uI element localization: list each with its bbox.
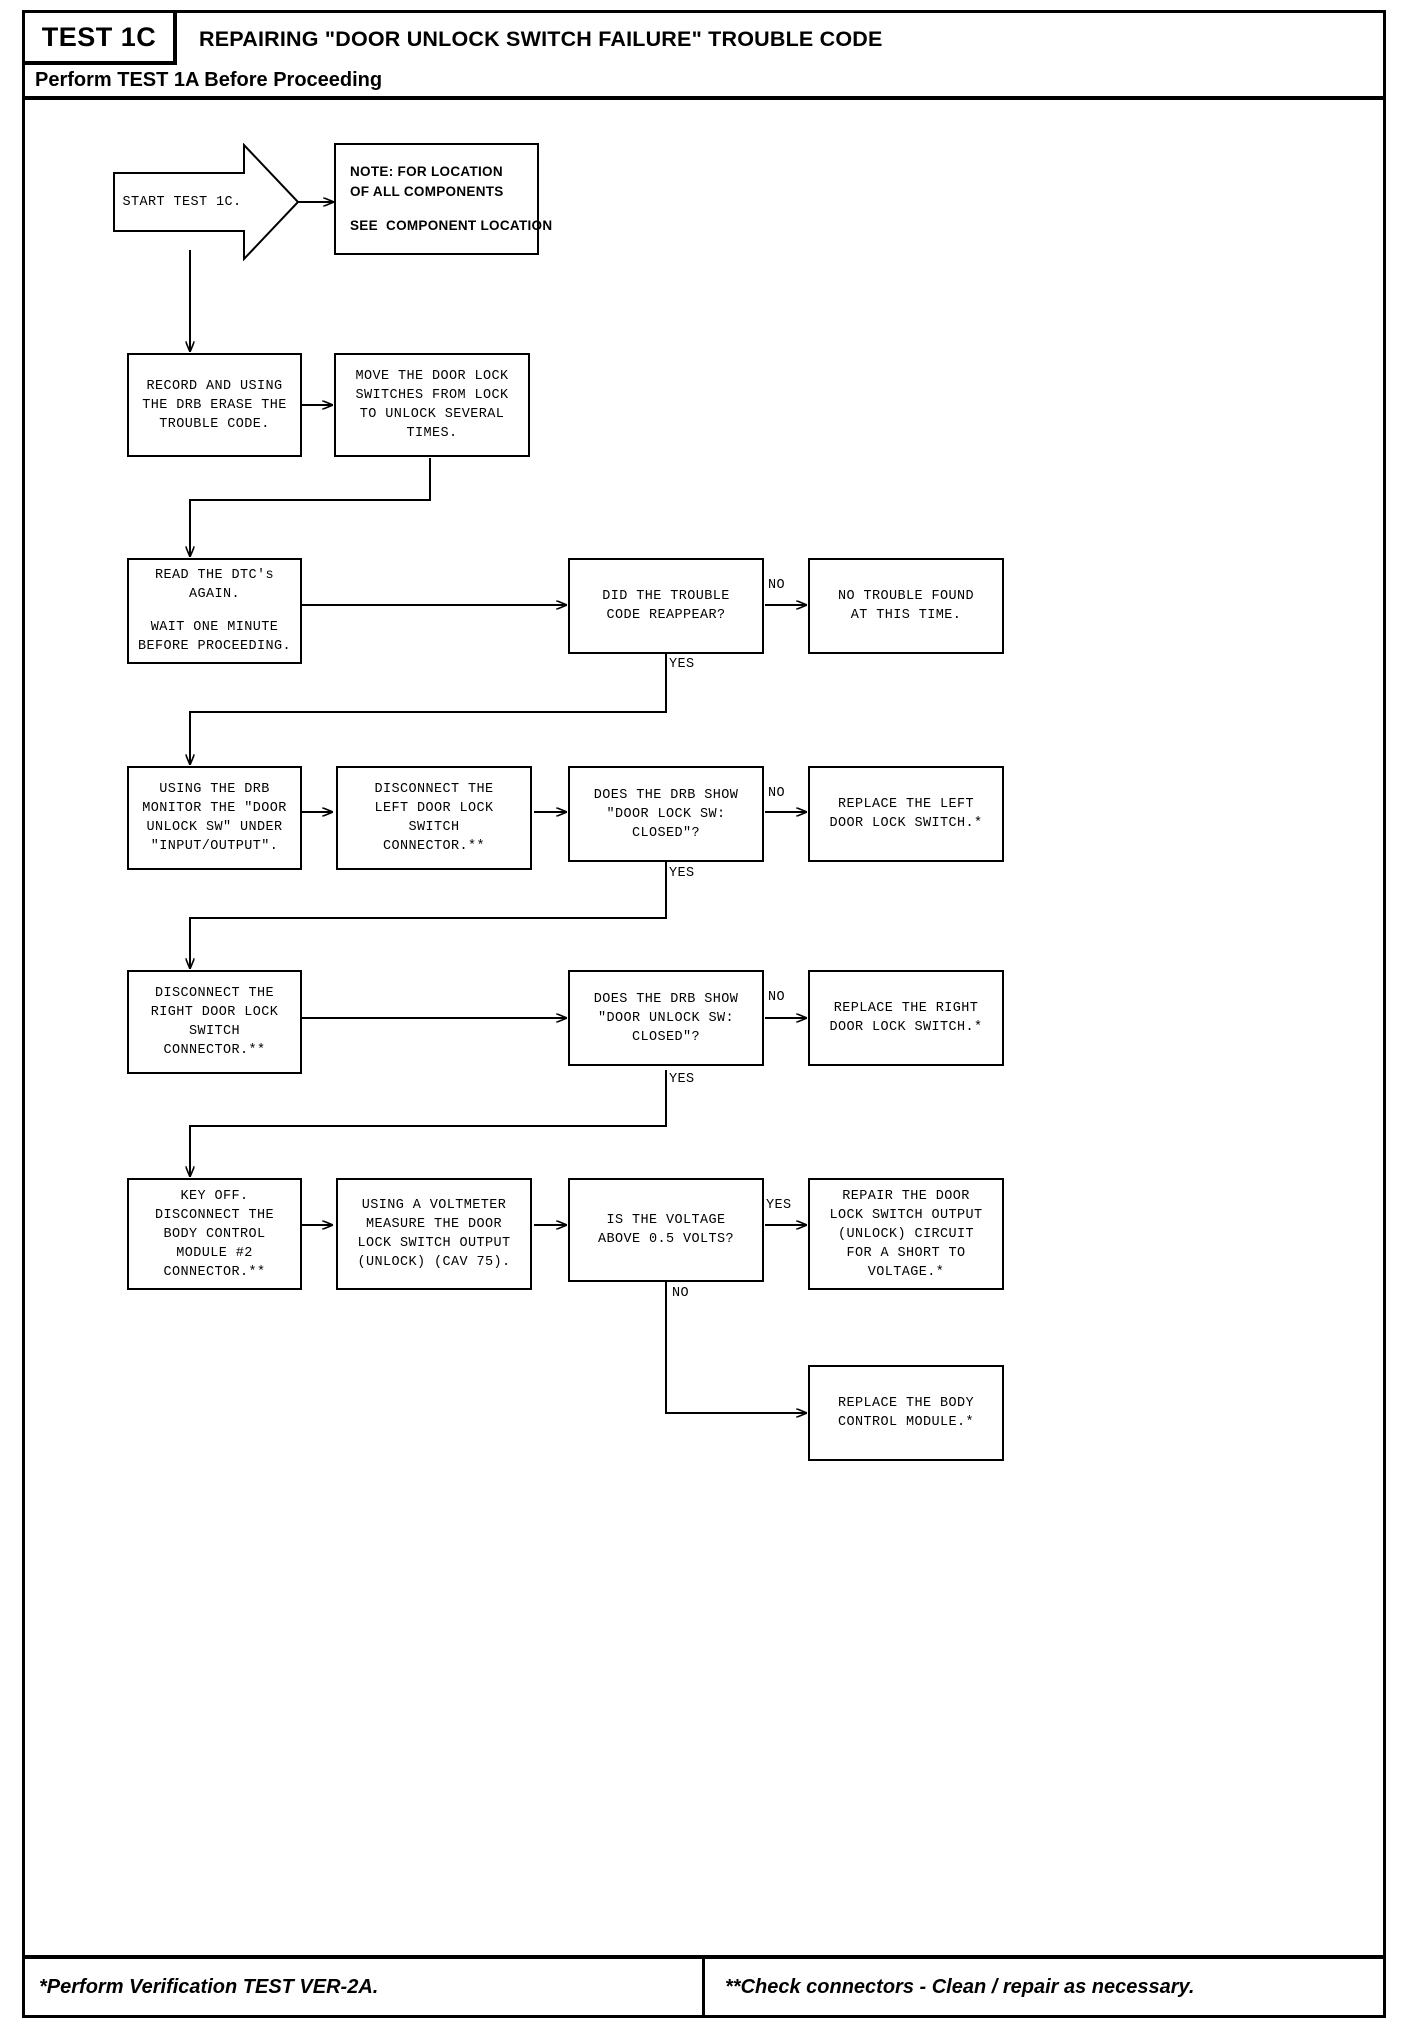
note-box: NOTE: FOR LOCATION OF ALL COMPONENTS SEE… <box>334 143 552 255</box>
edge-label-no-4: NO <box>672 1286 690 1301</box>
edge-label-yes-3: YES <box>669 1072 695 1087</box>
edge-label-yes-1: YES <box>669 657 695 672</box>
footer-left-cell: *Perform Verification TEST VER-2A. <box>25 1959 705 2015</box>
edge-label-yes-4: YES <box>766 1198 792 1213</box>
node-key-off-disconnect-bcm: KEY OFF. DISCONNECT THE BODY CONTROL MOD… <box>127 1178 302 1290</box>
start-arrow-shape: START TEST 1C. <box>112 142 302 262</box>
node-disconnect-right-switch: DISCONNECT THE RIGHT DOOR LOCK SWITCH CO… <box>127 970 302 1074</box>
edge-label-no-3: NO <box>768 990 786 1005</box>
node-replace-left-switch: REPLACE THE LEFT DOOR LOCK SWITCH.* <box>808 766 1004 862</box>
test-number-label: TEST 1C <box>41 21 157 52</box>
header-subtitle-row: Perform TEST 1A Before Proceeding <box>25 65 1383 100</box>
edge-label-yes-2: YES <box>669 866 695 881</box>
node-question-door-lock-closed: DOES THE DRB SHOW "DOOR LOCK SW: CLOSED"… <box>568 766 764 862</box>
node-move-switches: MOVE THE DOOR LOCK SWITCHES FROM LOCK TO… <box>334 353 530 457</box>
node-read-dtc: READ THE DTC's AGAIN. WAIT ONE MINUTE BE… <box>127 558 302 664</box>
node-replace-bcm: REPLACE THE BODY CONTROL MODULE.* <box>808 1365 1004 1461</box>
header-row: TEST 1C REPAIRING "DOOR UNLOCK SWITCH FA… <box>25 13 1383 65</box>
footer-note-connectors: **Check connectors - Clean / repair as n… <box>725 1975 1195 1998</box>
page-title: REPAIRING "DOOR UNLOCK SWITCH FAILURE" T… <box>199 26 883 51</box>
note-line-1: NOTE: FOR LOCATION <box>350 164 503 179</box>
note-line-3: SEE COMPONENT LOCATION <box>350 218 553 233</box>
footer-note-verification: *Perform Verification TEST VER-2A. <box>39 1975 379 1998</box>
test-number-box: TEST 1C <box>25 13 177 65</box>
node-question-voltage-above: IS THE VOLTAGE ABOVE 0.5 VOLTS? <box>568 1178 764 1282</box>
node-record-erase: RECORD AND USING THE DRB ERASE THE TROUB… <box>127 353 302 457</box>
node-replace-right-switch: REPLACE THE RIGHT DOOR LOCK SWITCH.* <box>808 970 1004 1066</box>
page-border <box>22 10 1386 2018</box>
node-no-trouble-found: NO TROUBLE FOUND AT THIS TIME. <box>808 558 1004 654</box>
node-measure-voltage: USING A VOLTMETER MEASURE THE DOOR LOCK … <box>336 1178 532 1290</box>
note-line-2: OF ALL COMPONENTS <box>350 184 504 199</box>
footer-right-cell: **Check connectors - Clean / repair as n… <box>705 1959 1383 2015</box>
node-question-door-unlock-closed: DOES THE DRB SHOW "DOOR UNLOCK SW: CLOSE… <box>568 970 764 1066</box>
node-monitor-unlock-sw: USING THE DRB MONITOR THE "DOOR UNLOCK S… <box>127 766 302 870</box>
node-disconnect-left-switch: DISCONNECT THE LEFT DOOR LOCK SWITCH CON… <box>336 766 532 870</box>
edge-label-no-2: NO <box>768 786 786 801</box>
node-question-trouble-reappear: DID THE TROUBLE CODE REAPPEAR? <box>568 558 764 654</box>
edge-label-no-1: NO <box>768 578 786 593</box>
header-title-box: REPAIRING "DOOR UNLOCK SWITCH FAILURE" T… <box>177 13 1383 65</box>
start-node-label: START TEST 1C. <box>122 194 242 210</box>
header-subtitle: Perform TEST 1A Before Proceeding <box>35 69 383 91</box>
footer-row: *Perform Verification TEST VER-2A. **Che… <box>25 1955 1383 2015</box>
node-repair-short-to-voltage: REPAIR THE DOOR LOCK SWITCH OUTPUT (UNLO… <box>808 1178 1004 1290</box>
